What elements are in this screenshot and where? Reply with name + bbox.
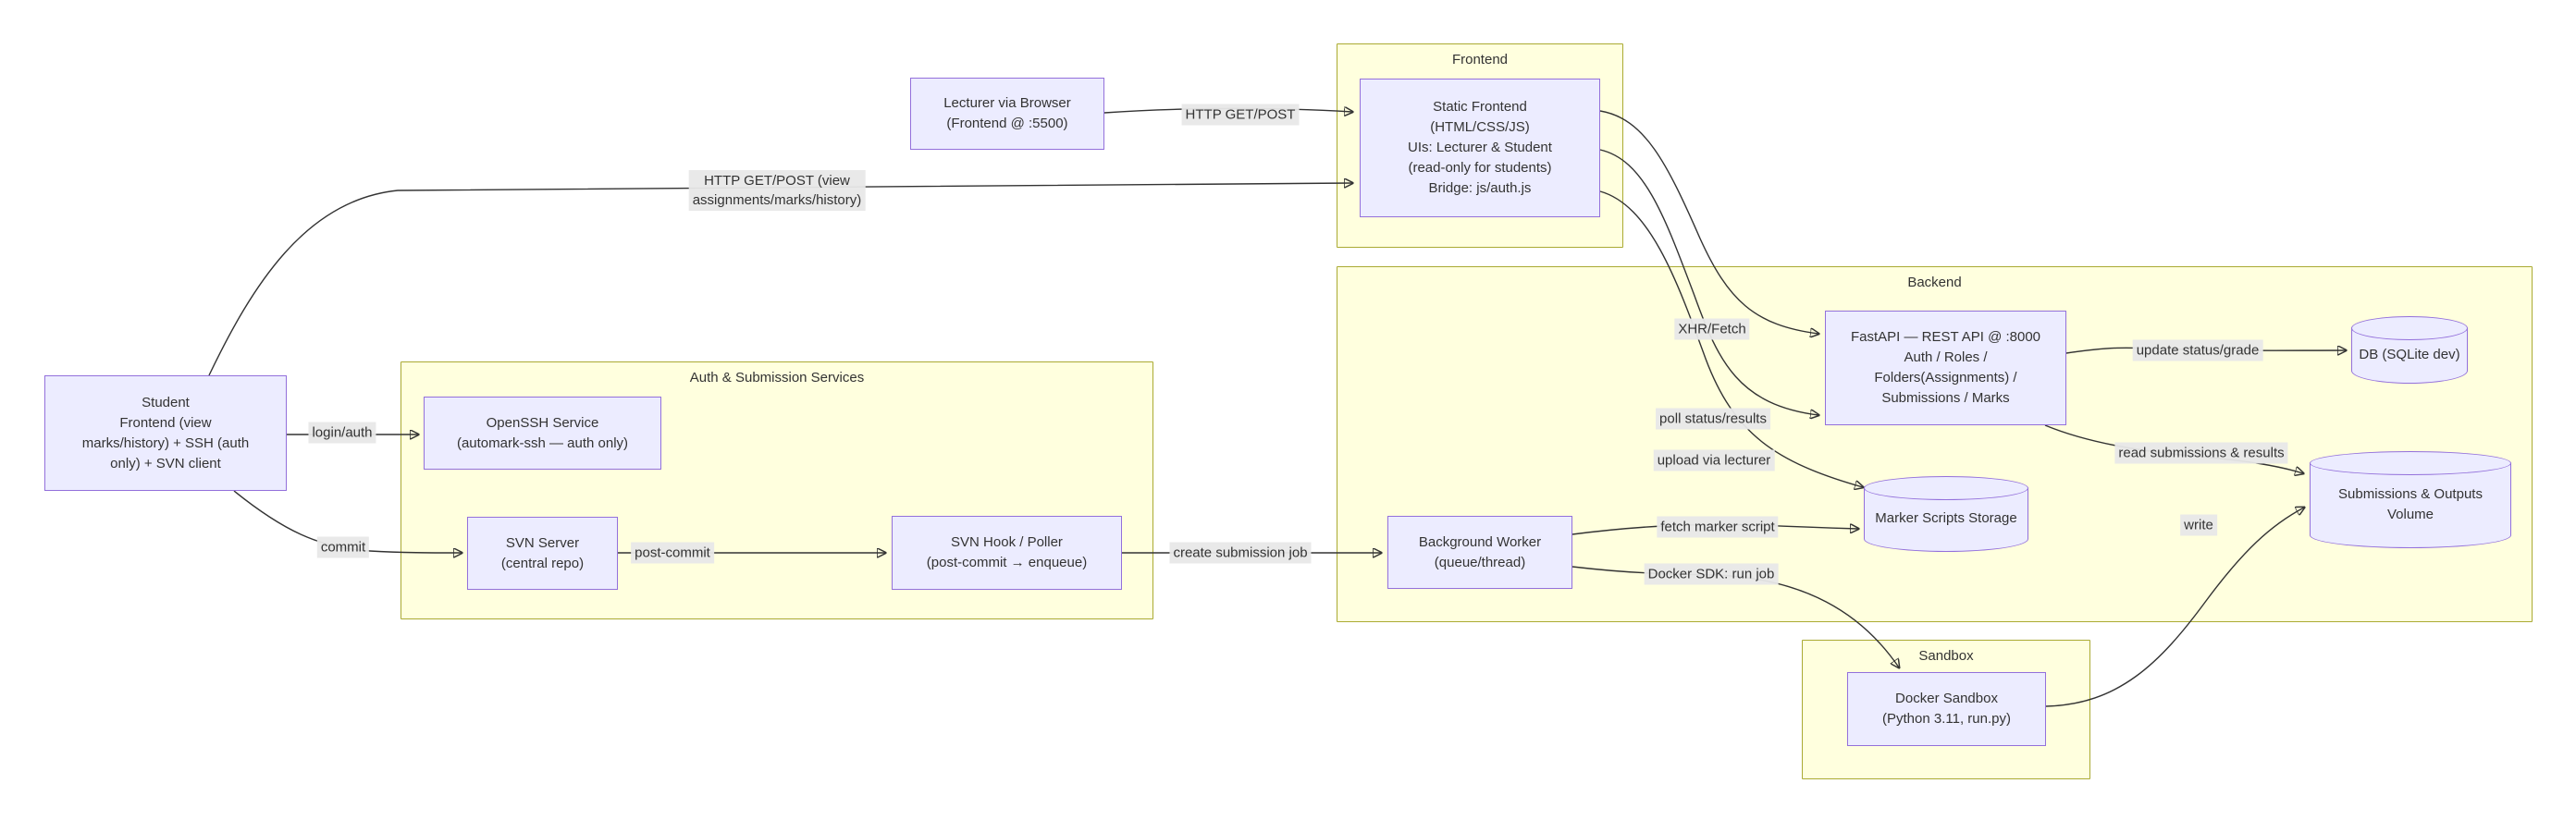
edge-label-login-auth: login/auth [308,422,376,444]
node-lecturer-via-browser: Lecturer via Browser (Frontend @ :5500) [910,78,1104,150]
cluster-backend-title: Backend [1907,275,1962,290]
cluster-auth-title: Auth & Submission Services [689,370,865,386]
node-static-frontend: Static Frontend (HTML/CSS/JS) UIs: Lectu… [1360,79,1600,217]
node-svn-server: SVN Server (central repo) [467,517,618,590]
node-docker-sandbox: Docker Sandbox (Python 3.11, run.py) [1847,672,2046,746]
node-student: Student Frontend (view marks/history) + … [44,375,287,491]
edge-label-post-commit: post-commit [631,542,714,564]
node-openssh-service: OpenSSH Service (automark-ssh — auth onl… [424,397,661,470]
node-submissions-outputs-volume: Submissions & Outputs Volume [2310,451,2511,548]
edge-label-fetch-marker-script: fetch marker script [1657,516,1779,538]
edge-label-docker-sdk-run-job: Docker SDK: run job [1644,563,1779,585]
volume-cylinder-body [2310,463,2511,548]
edge-frontend-poll-to-fastapi [1599,149,1818,415]
cluster-frontend-title: Frontend [1451,52,1509,67]
db-cylinder-top [2351,316,2468,340]
node-svn-hook-poller: SVN Hook / Poller (post-commit → enqueue… [892,516,1122,590]
edge-label-xhr-fetch: XHR/Fetch [1674,318,1750,340]
edge-label-http-get-post: HTTP GET/POST [1181,104,1300,126]
edge-label-create-submission-job: create submission job [1169,542,1312,564]
edge-label-poll-status-results: poll status/results [1656,408,1770,430]
edge-docker-sandbox-to-volume [2045,508,2304,707]
node-db-sqlite: DB (SQLite dev) [2351,316,2468,384]
cluster-sandbox-title: Sandbox [1918,648,1974,664]
edge-student-to-static-frontend [208,183,1352,376]
edge-label-write: write [2180,514,2217,536]
edge-label-http-get-post-view: HTTP GET/POST (view assignments/marks/hi… [688,170,866,211]
edge-frontend-upload-to-marker-storage [1599,190,1863,487]
node-background-worker: Background Worker (queue/thread) [1387,516,1572,589]
edge-frontend-xhr-to-fastapi [1599,110,1818,334]
edge-label-read-submissions-results: read submissions & results [2114,442,2288,464]
edge-label-commit: commit [316,536,370,558]
node-fastapi: FastAPI — REST API @ :8000 Auth / Roles … [1825,311,2066,425]
edge-label-update-status-grade: update status/grade [2132,339,2263,361]
node-marker-scripts-storage: Marker Scripts Storage [1864,476,2028,552]
edge-label-upload-via-lecturer: upload via lecturer [1653,449,1775,471]
volume-cylinder-top [2310,451,2511,475]
